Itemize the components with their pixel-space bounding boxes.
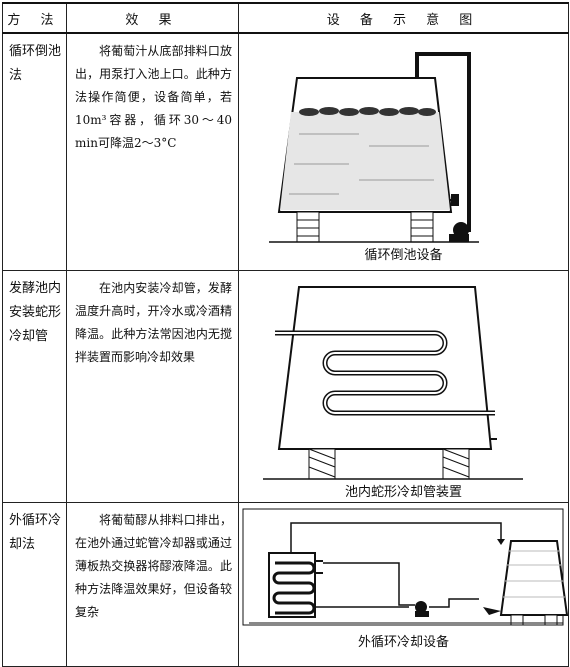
tank-support: [296, 211, 434, 243]
tank-support: [308, 448, 470, 479]
diagram-caption: 池内蛇形冷却管装置: [344, 484, 462, 500]
tank-support: [510, 614, 558, 625]
liquid-lines: [289, 133, 434, 195]
diagram-caption: 循环倒池设备: [364, 248, 443, 263]
diagram-cell: 池内蛇形冷却管装置: [238, 269, 569, 503]
external-cooling-diagram: [242, 508, 569, 625]
cap-foam: [299, 107, 436, 116]
table-row: 发酵池内安装蛇形冷却管 在池内安装冷却管，发酵温度升高时，开冷水或冷酒精降温。此…: [2, 269, 569, 503]
header-method: 方 法: [2, 2, 67, 34]
header-effect: 效 果: [66, 2, 239, 34]
effect-cell: 将葡萄醪从排料口排出，在池外通过蛇管冷却器或通过薄板热交换器将醪液降温。此种方法…: [66, 501, 239, 667]
drain-valve: [483, 606, 501, 615]
liquid: [280, 112, 450, 210]
valve: [451, 194, 459, 206]
circulation-tank-diagram: [269, 52, 479, 243]
method-cell: 发酵池内安装蛇形冷却管: [2, 269, 67, 503]
effect-cell: 将葡萄汁从底部排料口放出，用泵打入池上口。此种方法操作简便，设备简单，若10m³…: [66, 32, 239, 271]
return-pipe: [290, 521, 502, 553]
header-diagram: 设 备 示 意 图: [238, 2, 569, 34]
diagram-cell: 外循环冷却设备: [238, 501, 569, 667]
tank: [499, 539, 569, 616]
method-cell: 外循环冷却法: [2, 501, 67, 667]
effect-cell: 在池内安装冷却管，发酵温度升高时，开冷水或冷酒精降温。此种方法常因池内无搅拌装置…: [66, 269, 239, 503]
pump: [415, 600, 427, 613]
coil-tank-diagram: [263, 285, 523, 480]
coil-cooler: [268, 551, 323, 618]
supply-pipe: [323, 561, 415, 606]
table-row: 循环倒池法 将葡萄汁从底部排料口放出，用泵打入池上口。此种方法操作简便，设备简单…: [2, 32, 569, 271]
method-cell: 循环倒池法: [2, 32, 67, 271]
diagram-caption: 外循环冷却设备: [357, 634, 449, 650]
table-row: 外循环冷却法 将葡萄醪从排料口排出，在池外通过蛇管冷却器或通过薄板热交换器将醪液…: [2, 501, 569, 667]
tank: [277, 285, 493, 450]
diagram-cell: 循环倒池设备: [238, 32, 569, 271]
